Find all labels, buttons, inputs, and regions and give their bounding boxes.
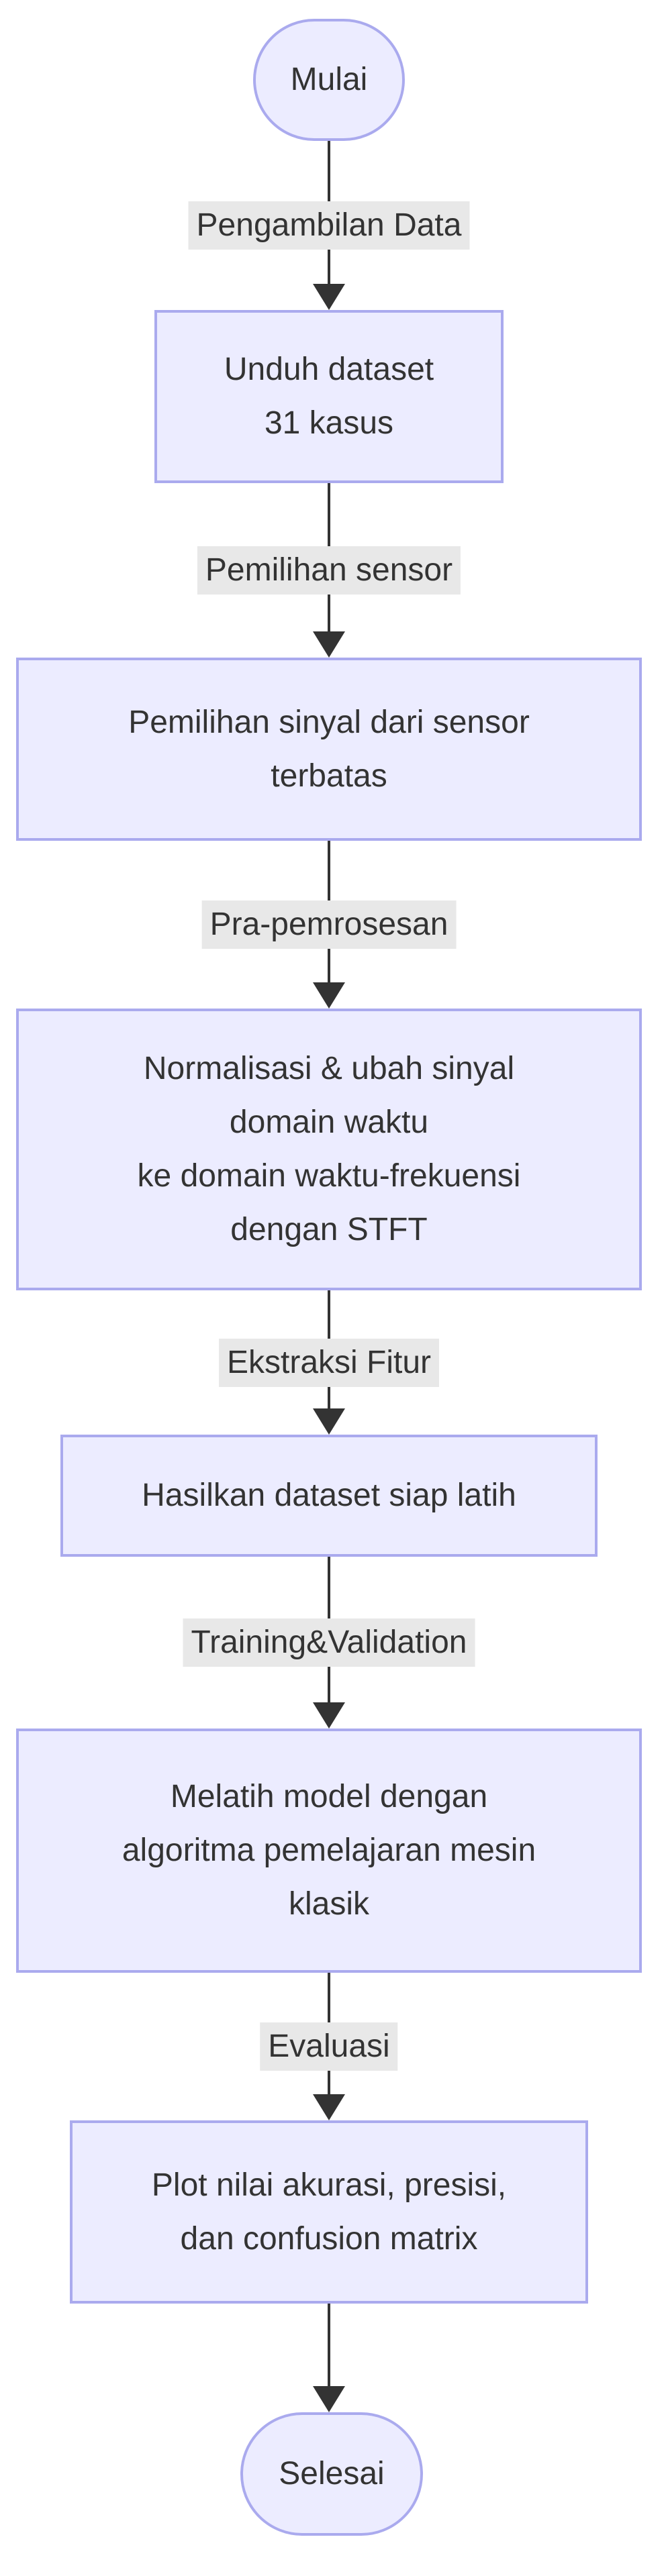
node-start-mulai: Mulai xyxy=(253,19,405,141)
node-label-line: ke domain waktu-frekuensi xyxy=(137,1158,521,1194)
edge-label-training-validation: Training&Validation xyxy=(183,1618,475,1667)
node-hasilkan-dataset: Hasilkan dataset siap latih xyxy=(60,1435,598,1557)
node-normalisasi-stft: Normalisasi & ubah sinyal domain waktu k… xyxy=(16,1009,642,1290)
node-label-line: Normalisasi & ubah sinyal xyxy=(143,1051,515,1086)
node-label-line: dan confusion matrix xyxy=(180,2220,478,2257)
edge-label-evaluasi: Evaluasi xyxy=(260,2022,398,2071)
arrowhead-down-icon xyxy=(313,2386,345,2412)
edge-label-pemilihan-sensor: Pemilihan sensor xyxy=(197,546,461,595)
arrowhead-down-icon xyxy=(313,631,345,658)
node-label: Hasilkan dataset siap latih xyxy=(142,1478,516,1513)
node-label-line: terbatas xyxy=(271,758,387,794)
arrowhead-down-icon xyxy=(313,284,345,310)
node-label-line: Unduh dataset xyxy=(224,352,434,387)
node-unduh-dataset: Unduh dataset 31 kasus xyxy=(154,310,504,483)
edge-label-pengambilan-data: Pengambilan Data xyxy=(188,201,470,250)
node-plot-evaluasi: Plot nilai akurasi, presisi, dan confusi… xyxy=(70,2120,588,2304)
arrowhead-down-icon xyxy=(313,2094,345,2120)
node-label: Mulai xyxy=(290,62,368,97)
arrowhead-down-icon xyxy=(313,1408,345,1435)
node-label-line: algoritma pemelajaran mesin xyxy=(122,1833,536,1868)
arrowhead-down-icon xyxy=(313,1702,345,1729)
node-pemilihan-sinyal: Pemilihan sinyal dari sensor terbatas xyxy=(16,658,642,841)
node-label-line: Pemilihan sinyal dari sensor xyxy=(128,704,530,740)
node-end-selesai: Selesai xyxy=(240,2412,423,2536)
node-label-line: dengan STFT xyxy=(230,1212,428,1247)
node-label-line: domain waktu xyxy=(229,1104,429,1140)
node-label-line: 31 kasus xyxy=(264,405,394,441)
node-melatih-model: Melatih model dengan algoritma pemelajar… xyxy=(16,1729,642,1973)
edge-label-ekstraksi-fitur: Ekstraksi Fitur xyxy=(218,1338,440,1387)
node-label-line: Plot nilai akurasi, presisi, xyxy=(151,2167,507,2203)
node-label-line: klasik xyxy=(288,1886,370,1922)
node-label-line: Melatih model dengan xyxy=(170,1779,488,1814)
edge-line xyxy=(328,2304,330,2409)
node-label: Selesai xyxy=(279,2456,385,2491)
edge-label-pra-pemrosesan: Pra-pemrosesan xyxy=(201,900,457,949)
arrowhead-down-icon xyxy=(313,982,345,1009)
